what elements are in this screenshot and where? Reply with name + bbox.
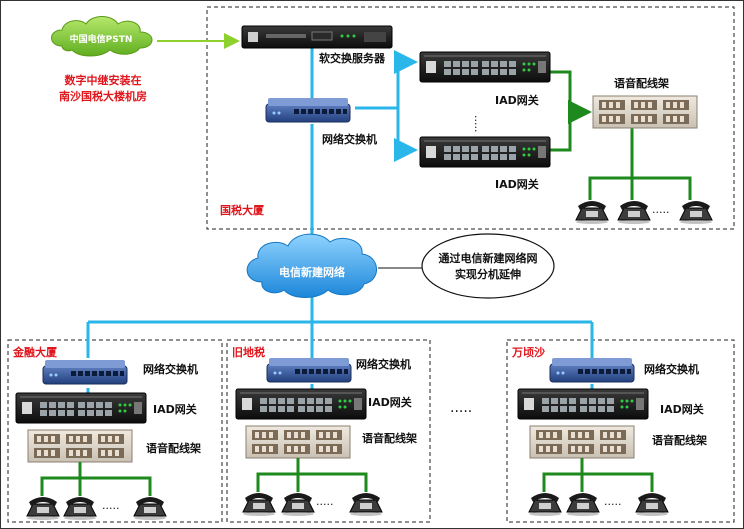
branch2-iad-gateway xyxy=(235,388,367,420)
branch2-switch-label: 网络交换机 xyxy=(356,357,411,371)
callout-bubble: 通过电信新建网络网 实现分机延伸 xyxy=(421,233,555,299)
branch1-iad-gateway xyxy=(15,392,147,424)
more-branches-dots: ····· xyxy=(450,404,472,420)
branch3-patch-label: 语音配线架 xyxy=(652,433,707,447)
branch1-patch-panel xyxy=(27,429,133,463)
branch3-title: 万顷沙 xyxy=(511,346,545,359)
branch2-title: 旧地税 xyxy=(232,345,265,359)
pstn-label: 中国电信PSTN xyxy=(70,33,133,45)
branch3-iad-gateway xyxy=(517,388,649,420)
branch3-iad-label: IAD网关 xyxy=(660,402,704,416)
hq-iad-gateway-2 xyxy=(419,136,551,168)
trunk-note-line2: 南沙国税大楼机房 xyxy=(59,89,147,103)
branch1-phone-links xyxy=(40,462,152,496)
hq-vertical-dots: ····· xyxy=(469,115,482,132)
hq-boundary xyxy=(206,6,735,230)
branch2-dots: ····· xyxy=(316,498,333,511)
hq-iad-gateway-1 xyxy=(419,51,551,83)
branch3-dots: ····· xyxy=(604,498,621,511)
softswitch-label: 软交换服务器 xyxy=(319,51,386,65)
branch2-patch-panel xyxy=(245,425,351,459)
carrier-network-cloud: 电信新建网络 xyxy=(246,233,377,298)
hq-phone-links xyxy=(550,70,692,200)
cloud-label: 电信新建网络 xyxy=(279,265,345,279)
branch1-patch-label: 语音配线架 xyxy=(146,441,201,455)
branch3-switch xyxy=(549,357,635,383)
hq-network-switch xyxy=(265,97,351,123)
branch2-iad-label: IAD网关 xyxy=(368,395,412,409)
hq-patch-label: 语音配线架 xyxy=(614,76,669,90)
hq-voice-patch-panel xyxy=(592,95,698,129)
callout-line1: 通过电信新建网络网 xyxy=(439,251,538,265)
branch3-phone-links xyxy=(542,458,654,492)
branch2-phone-links xyxy=(256,458,368,492)
branch1-dots: ····· xyxy=(102,502,119,515)
branch1-title: 金融大厦 xyxy=(12,345,58,359)
hq-iad1-label: IAD网关 xyxy=(495,93,539,107)
branch3-patch-panel xyxy=(529,425,635,459)
hq-phone-dots: ····· xyxy=(652,206,669,219)
branch-boundary-2 xyxy=(226,339,431,523)
hq-switch-label: 网络交换机 xyxy=(322,132,377,146)
softswitch-server xyxy=(241,25,393,49)
branch1-switch-label: 网络交换机 xyxy=(143,362,198,376)
branch-boundary-3 xyxy=(506,339,735,523)
branch3-switch-label: 网络交换机 xyxy=(644,362,699,376)
branch-boundary-1 xyxy=(7,339,223,523)
trunk-note-line1: 数字中继安装在 xyxy=(65,73,142,87)
pstn-cloud: 中国电信PSTN xyxy=(51,16,153,57)
branch1-switch xyxy=(42,359,128,385)
branch1-iad-label: IAD网关 xyxy=(153,402,197,416)
branch2-patch-label: 语音配线架 xyxy=(362,431,417,445)
branch2-switch xyxy=(266,357,352,383)
callout-line2: 实现分机延伸 xyxy=(455,267,521,281)
hq-title: 国税大厦 xyxy=(220,203,265,217)
hq-iad2-label: IAD网关 xyxy=(495,177,539,191)
